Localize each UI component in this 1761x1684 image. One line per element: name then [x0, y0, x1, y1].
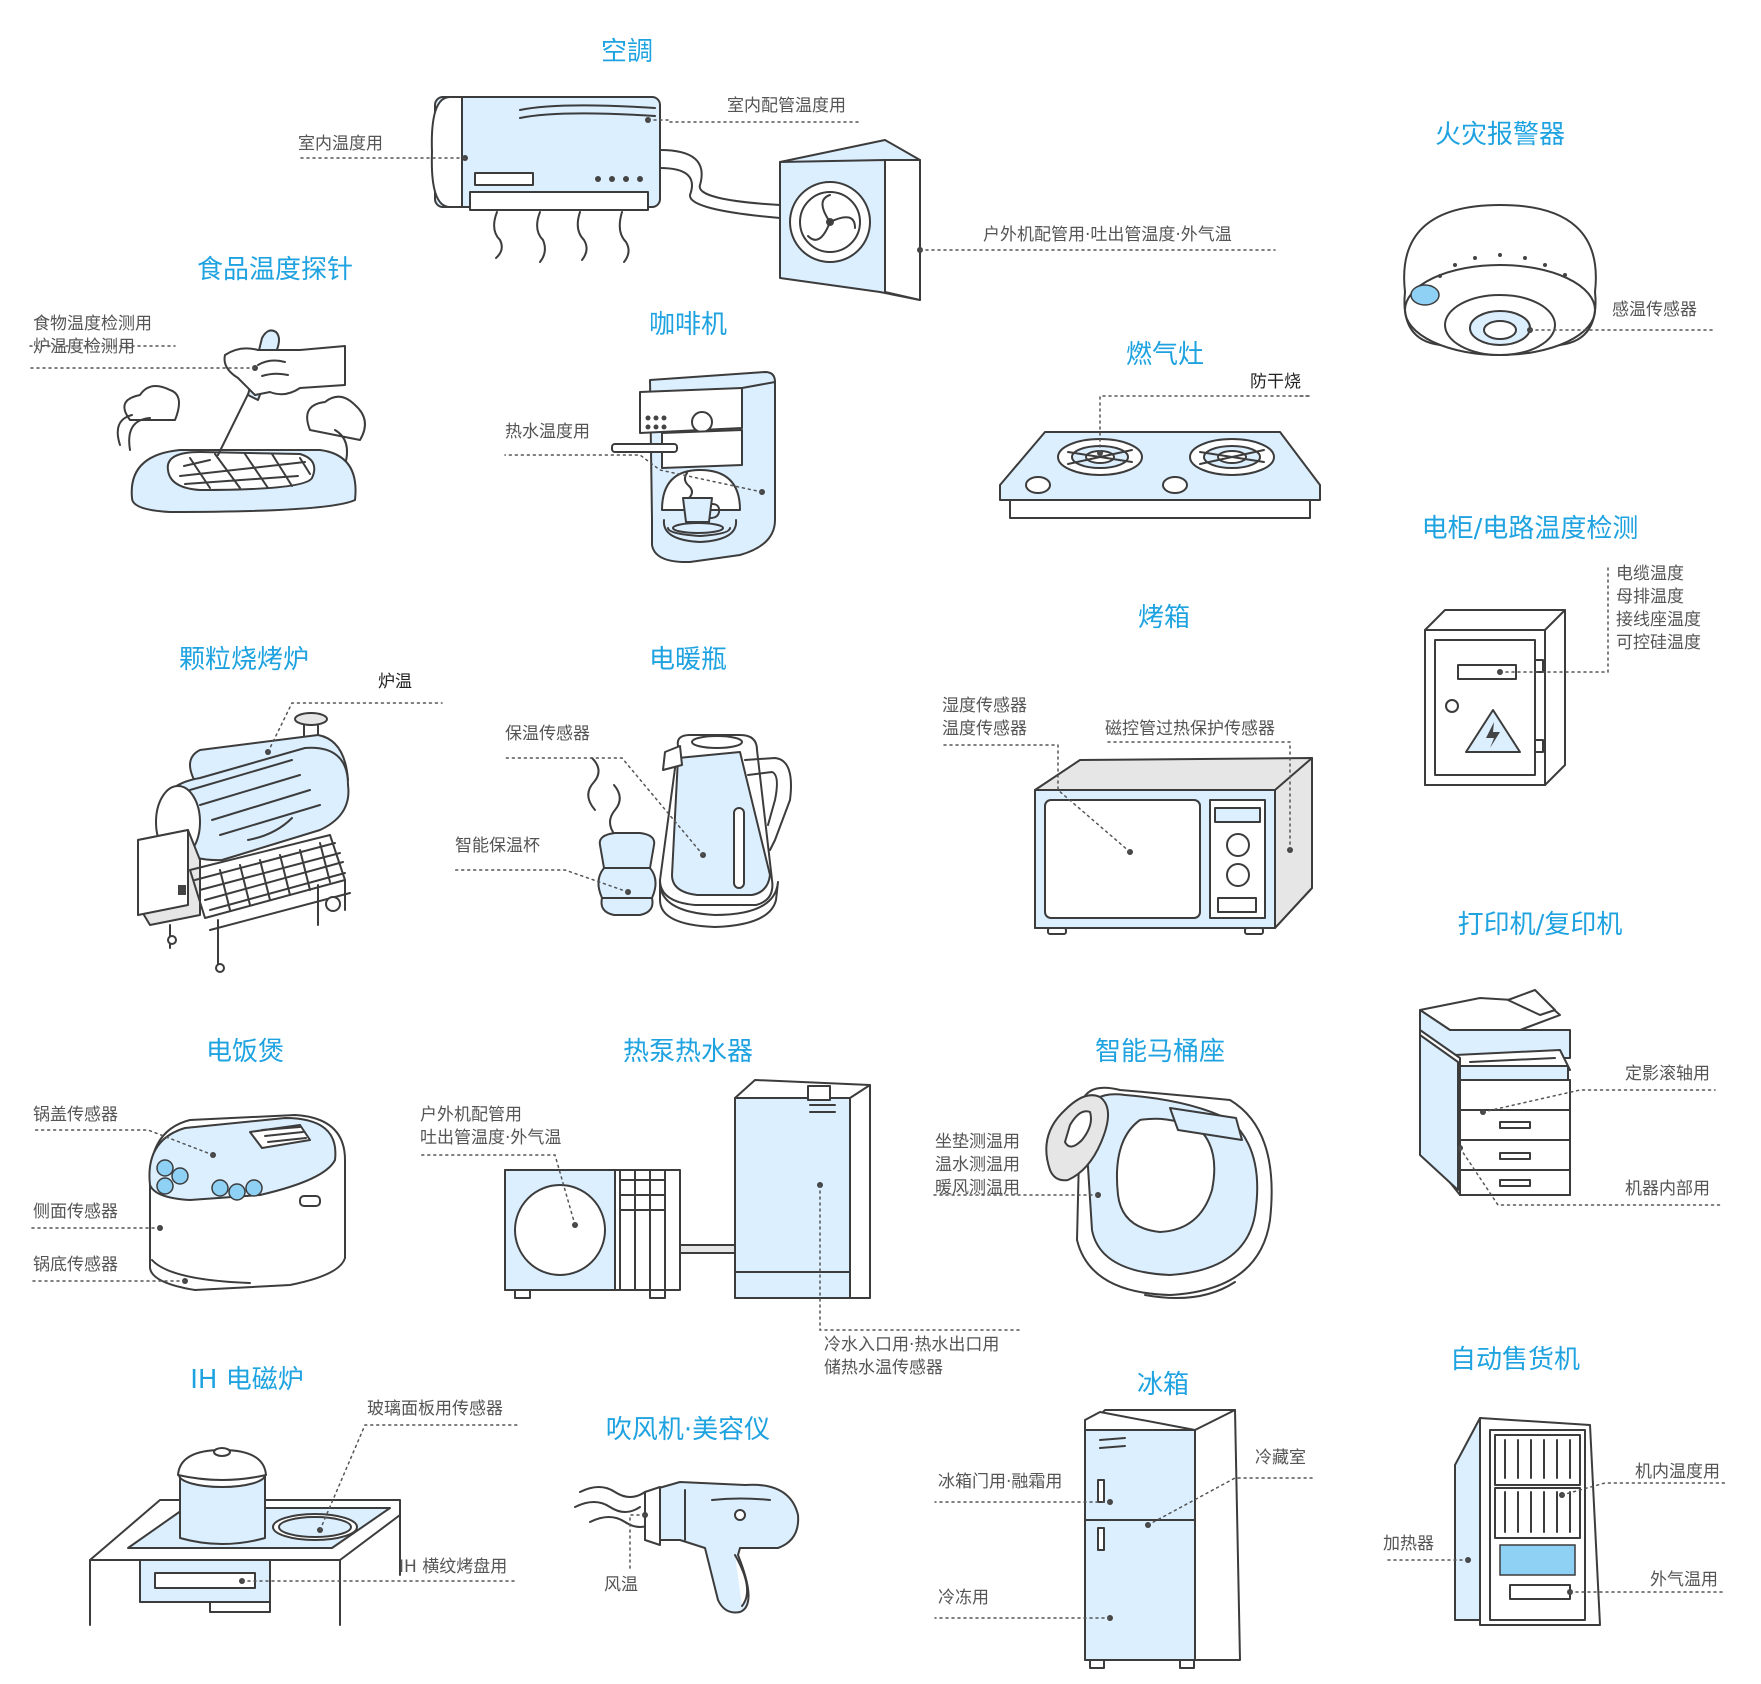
title-heat-pump: 热泵热水器 [622, 1037, 754, 1067]
title-air-conditioner: 空調 [600, 37, 654, 67]
label-vending-heater: 加热器 [1383, 1534, 1434, 1554]
label-probe-oven: 炉温度检测用 [33, 337, 135, 357]
gas-stove-icon [999, 395, 1321, 519]
label-ac-outdoor: 户外机配管用·吐出管温度·外气温 [983, 225, 1232, 245]
air-conditioner-icon [297, 96, 1276, 301]
title-oven: 烤箱 [1137, 603, 1191, 633]
label-fridge-refrigerator: 冷藏室 [1255, 1448, 1306, 1468]
label-oven-humidity: 湿度传感器 [942, 696, 1027, 716]
label-kettle-smart-cup: 智能保温杯 [455, 836, 540, 856]
pellet-grill-icon [137, 702, 443, 973]
label-rice-bottom: 锅底传感器 [33, 1255, 118, 1275]
label-fire-sensor: 感温传感器 [1612, 300, 1697, 320]
title-vending-machine: 自动售货机 [1449, 1345, 1581, 1375]
label-heatpump-outdoor-pipe: 户外机配管用 [420, 1105, 522, 1125]
label-cabinet-cable: 电缆温度 [1616, 564, 1684, 584]
title-printer: 打印机/复印机 [1457, 910, 1623, 940]
title-gas-stove: 燃气灶 [1125, 340, 1205, 370]
electric-cabinet-icon [1424, 564, 1609, 786]
label-fridge-freezer: 冷冻用 [938, 1588, 989, 1608]
label-underlines [29, 345, 1313, 397]
label-heatpump-discharge: 吐出管温度·外气温 [420, 1128, 562, 1148]
label-ih-grill-plate: IH 横纹烤盘用 [399, 1557, 508, 1577]
label-kettle-keepwarm: 保温传感器 [505, 724, 590, 744]
label-cabinet-terminal: 接线座温度 [1616, 610, 1701, 630]
vending-machine-icon [1384, 1417, 1726, 1626]
label-oven-magnetron: 磁控管过热保护传感器 [1105, 719, 1275, 739]
label-toilet-seat: 坐垫测温用 [935, 1132, 1020, 1152]
label-ac-indoor-pipe: 室内配管温度用 [727, 96, 846, 116]
label-dryer-air-temp: 风温 [604, 1575, 638, 1595]
label-toilet-warm-water: 温水测温用 [935, 1155, 1020, 1175]
label-cabinet-busbar: 母排温度 [1616, 587, 1684, 607]
title-ih-cooktop: IH 电磁炉 [190, 1365, 304, 1395]
title-pellet-grill: 颗粒烧烤炉 [178, 645, 310, 675]
label-heatpump-storage: 储热水温传感器 [824, 1358, 943, 1378]
fire-alarm-icon [1403, 204, 1716, 356]
title-smart-toilet: 智能马桶座 [1094, 1037, 1226, 1067]
refrigerator-icon [934, 1409, 1313, 1669]
label-vending-internal: 机内温度用 [1635, 1462, 1720, 1482]
label-heatpump-inlet-outlet: 冷水入口用·热水出口用 [824, 1335, 1000, 1355]
label-ih-glass-panel: 玻璃面板用传感器 [367, 1399, 503, 1419]
label-toilet-warm-air: 暖风测温用 [935, 1178, 1020, 1198]
hair-dryer-icon [574, 1481, 800, 1614]
title-coffee-machine: 咖啡机 [648, 310, 728, 340]
label-pellet-oven-temp: 炉温 [378, 672, 412, 692]
food-probe-icon [29, 329, 366, 513]
rice-cooker-icon [31, 1114, 346, 1291]
label-printer-fuser: 定影滚轴用 [1625, 1064, 1710, 1084]
label-oven-temperature: 温度传感器 [942, 719, 1027, 739]
coffee-machine-icon [504, 371, 776, 564]
label-rice-side: 侧面传感器 [33, 1202, 118, 1222]
label-printer-internal: 机器内部用 [1625, 1179, 1710, 1199]
label-rice-lid: 锅盖传感器 [33, 1105, 118, 1125]
title-electric-cabinet: 电柜/电路温度检测 [1421, 514, 1639, 544]
label-cabinet-thyristor: 可控硅温度 [1616, 633, 1701, 653]
label-gas-dry-burn: 防干烧 [1250, 372, 1301, 392]
label-probe-food: 食物温度检测用 [33, 314, 152, 334]
label-ac-indoor: 室内温度用 [298, 134, 383, 154]
title-rice-cooker: 电饭煲 [205, 1037, 285, 1067]
title-food-probe: 食品温度探针 [196, 255, 354, 285]
title-refrigerator: 冰箱 [1136, 1370, 1190, 1400]
heat-pump-water-heater-icon [417, 1079, 1023, 1331]
microwave-oven-icon [941, 741, 1313, 935]
title-electric-kettle: 电暖瓶 [648, 645, 728, 675]
label-fridge-door-defrost: 冰箱门用·融霜用 [938, 1472, 1063, 1492]
title-fire-alarm: 火灾报警器 [1434, 120, 1566, 150]
printer-copier-icon [1419, 989, 1721, 1206]
smart-toilet-seat-icon [929, 1086, 1273, 1300]
electric-kettle-icon [454, 734, 792, 928]
title-hair-dryer: 吹风机·美容仪 [605, 1415, 771, 1445]
label-coffee-water: 热水温度用 [505, 422, 590, 442]
ih-cooktop-icon [89, 1424, 519, 1626]
label-vending-outside: 外气温用 [1650, 1570, 1718, 1590]
